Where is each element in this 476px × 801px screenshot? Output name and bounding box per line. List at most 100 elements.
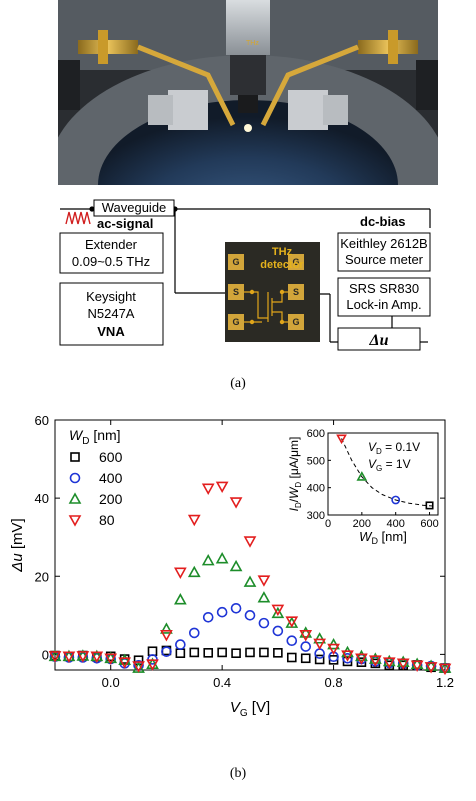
data-point-80 xyxy=(173,567,187,579)
x-tick-label: 0.4 xyxy=(213,675,231,690)
waveguide-label: Waveguide xyxy=(102,200,167,215)
data-point-400 xyxy=(286,635,298,647)
inset-y-tick-label: 600 xyxy=(307,428,325,440)
data-point-80 xyxy=(438,663,452,676)
legend-marker-400 xyxy=(69,472,81,484)
data-point-200 xyxy=(382,654,396,667)
vna-line3: VNA xyxy=(97,324,125,339)
data-point-400 xyxy=(230,602,242,614)
data-point-80 xyxy=(313,638,327,651)
data-point-80 xyxy=(76,651,90,663)
legend-label-600: 600 xyxy=(99,449,123,465)
detector-line1: THz xyxy=(272,246,293,258)
data-point-80 xyxy=(201,483,215,496)
data-point-200 xyxy=(215,552,229,564)
vna-line1: Keysight xyxy=(86,289,136,304)
data-point-80 xyxy=(368,655,382,667)
data-point-80 xyxy=(90,651,104,663)
data-point-200 xyxy=(271,606,285,619)
data-point-200 xyxy=(424,659,438,671)
legend-label-80: 80 xyxy=(99,512,115,528)
y-axis-label: Δu [mV] xyxy=(9,518,26,572)
data-point-80 xyxy=(424,662,438,674)
data-point-80 xyxy=(257,575,271,587)
data-point-600 xyxy=(147,646,158,657)
data-point-200 xyxy=(229,559,243,572)
data-point-400 xyxy=(342,652,353,664)
inset-y-tick-label: 300 xyxy=(307,510,325,522)
data-point-80 xyxy=(285,616,299,628)
data-point-400 xyxy=(175,639,186,650)
pad-label-4: G xyxy=(292,257,299,267)
data-point-400 xyxy=(202,611,214,623)
inset-y-tick-label: 400 xyxy=(307,483,325,495)
extender-line1: Extender xyxy=(85,237,138,252)
data-point-200 xyxy=(299,626,313,638)
data-point-200 xyxy=(160,622,173,634)
data-point-80 xyxy=(62,651,76,663)
inset-annotation-2: VG = 1V xyxy=(368,457,411,473)
data-point-400 xyxy=(258,617,270,629)
data-point-200 xyxy=(243,575,257,587)
legend-marker-200 xyxy=(68,492,82,504)
data-point-200 xyxy=(173,593,187,605)
data-point-600 xyxy=(231,648,241,659)
data-point-600 xyxy=(217,647,227,658)
data-point-80 xyxy=(48,651,62,663)
y-tick-label: 0 xyxy=(42,647,49,662)
legend-label-400: 400 xyxy=(99,470,123,486)
caption-b: (b) xyxy=(229,766,247,781)
data-point-200 xyxy=(368,652,382,664)
data-point-80 xyxy=(243,536,257,548)
inset-y-tick-label: 500 xyxy=(307,455,325,467)
data-point-80 xyxy=(271,604,285,617)
inset-fit-line xyxy=(341,438,433,507)
data-point-600 xyxy=(273,648,283,658)
data-point-80 xyxy=(327,643,340,656)
pad-label-5: S xyxy=(293,287,299,297)
data-point-80 xyxy=(215,481,229,494)
inset-point-2 xyxy=(391,495,401,505)
data-point-600 xyxy=(286,652,297,663)
keithley-line1: Keithley 2612B xyxy=(340,236,427,251)
measurement-schematic: Waveguide ac-signal Extender 0.09~0.5 TH… xyxy=(0,190,476,360)
data-point-80 xyxy=(341,650,354,662)
vna-line2: N5247A xyxy=(88,306,135,321)
detector-line2: detector xyxy=(260,259,304,271)
x-tick-label: 0.0 xyxy=(102,675,120,690)
data-point-80 xyxy=(299,630,313,642)
inset-y-axis-label: ID/WD [μA/μm] xyxy=(287,437,303,512)
data-point-400 xyxy=(188,627,200,639)
data-point-80 xyxy=(132,661,145,673)
data-point-80 xyxy=(160,630,173,642)
ac-wave-icon xyxy=(65,211,91,225)
inset-x-tick-label: 0 xyxy=(325,518,331,530)
data-point-600 xyxy=(314,654,325,665)
caption-a: (a) xyxy=(230,376,246,391)
ac-signal-label: ac-signal xyxy=(97,216,153,231)
lockin-line1: SRS SR830 xyxy=(349,281,419,296)
data-point-80 xyxy=(355,653,368,665)
data-point-600 xyxy=(175,648,186,659)
data-point-400 xyxy=(300,641,312,652)
data-point-80 xyxy=(396,658,410,671)
data-point-400 xyxy=(216,606,228,618)
data-point-80 xyxy=(229,497,243,509)
data-point-400 xyxy=(314,648,325,659)
data-point-600 xyxy=(245,647,255,658)
y-tick-label: 60 xyxy=(35,413,49,428)
data-point-80 xyxy=(187,514,201,527)
lockin-line2: Lock-in Amp. xyxy=(346,297,421,312)
inset-x-axis-label: WD [nm] xyxy=(359,529,407,546)
data-point-80 xyxy=(104,653,118,665)
data-point-80 xyxy=(382,657,396,669)
data-point-400 xyxy=(244,610,256,621)
inset-annotation-1: VD = 0.1V xyxy=(368,440,420,456)
x-tick-label: 1.2 xyxy=(436,675,454,690)
data-point-200 xyxy=(118,653,132,666)
extender-line2: 0.09~0.5 THz xyxy=(72,254,150,269)
inset-x-tick-label: 400 xyxy=(387,518,405,530)
legend-label-200: 200 xyxy=(99,491,123,507)
